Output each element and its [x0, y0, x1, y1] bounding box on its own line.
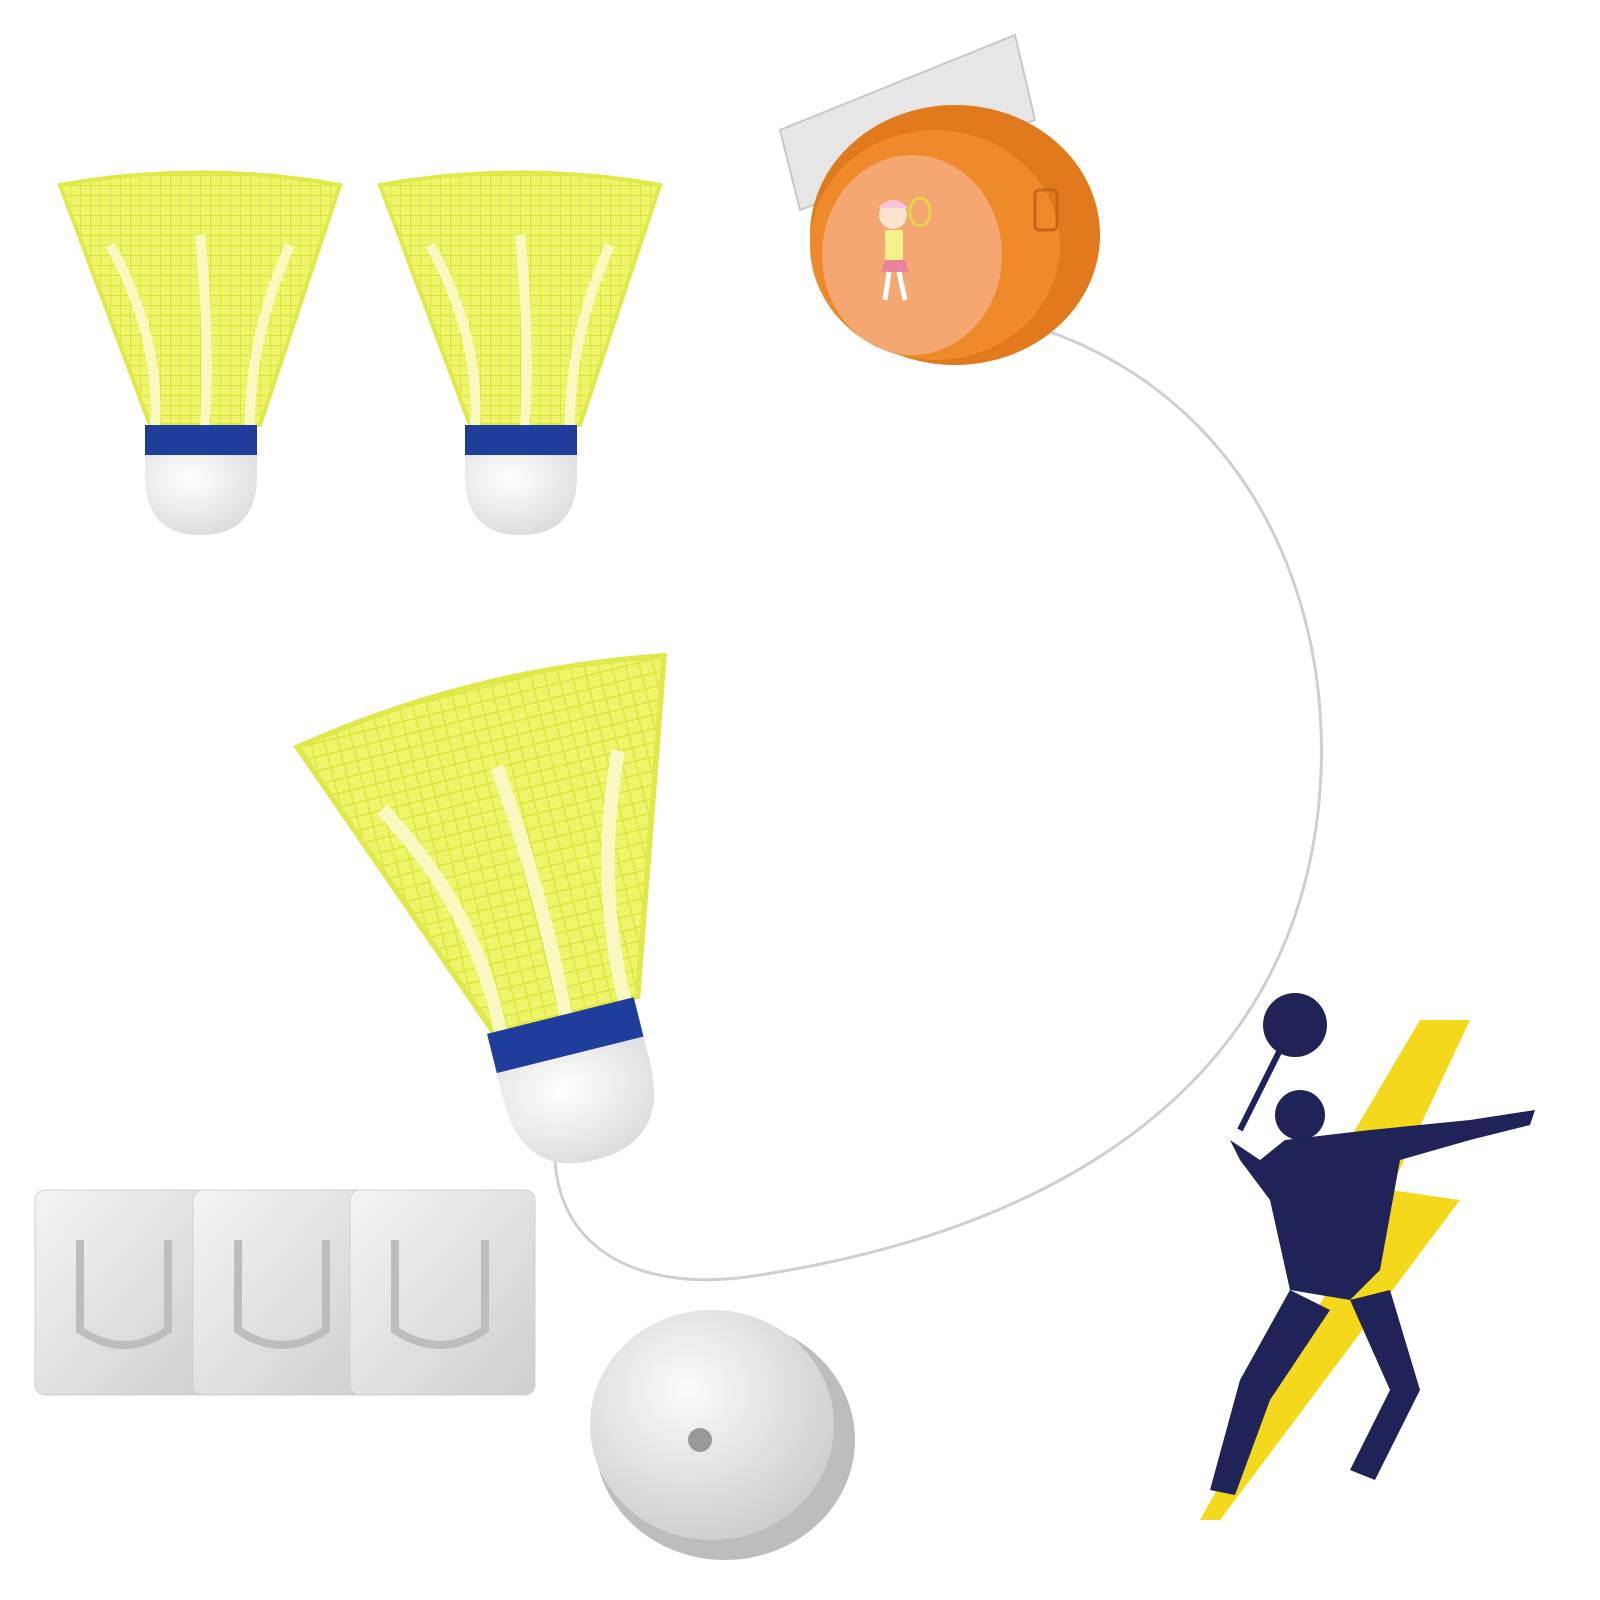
tennis-girl-sticker-icon [878, 196, 932, 301]
racket-icon [1263, 993, 1327, 1057]
hook-1 [34, 1189, 214, 1396]
shuttlecock-1 [60, 173, 340, 536]
badminton-player-graphic [1200, 993, 1535, 1520]
player-silhouette-icon [1210, 1090, 1535, 1495]
weight-disk [590, 1310, 855, 1560]
trainer-string [553, 328, 1323, 1282]
hook-2 [192, 1189, 372, 1396]
retractable-trainer-base [778, 33, 1100, 365]
shuttlecock-2 [380, 173, 660, 536]
shuttlecock-large [293, 639, 778, 1205]
adhesive-hooks [34, 1189, 536, 1396]
hook-3 [349, 1189, 536, 1396]
